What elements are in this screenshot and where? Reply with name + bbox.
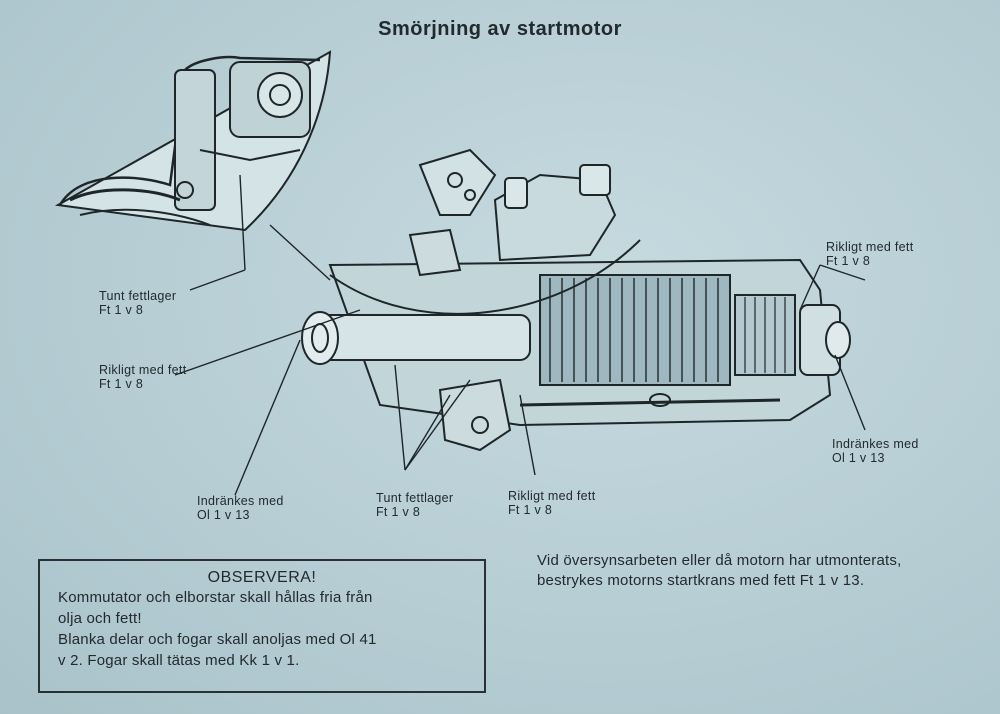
label-top-left: Tunt fettlager Ft 1 v 8 bbox=[99, 289, 176, 317]
notice-box: OBSERVERA! Kommutator och elborstar skal… bbox=[38, 559, 486, 693]
label-text: Tunt fettlager bbox=[376, 491, 454, 505]
notice-line: olja och fett! bbox=[58, 610, 142, 627]
label-text: Ol 1 v 13 bbox=[832, 451, 885, 465]
label-top-right: Rikligt med fett Ft 1 v 8 bbox=[826, 240, 913, 268]
label-text: Ft 1 v 8 bbox=[376, 505, 421, 519]
label-bottom-center-right: Rikligt med fett Ft 1 v 8 bbox=[508, 489, 595, 517]
label-mid-left: Rikligt med fett Ft 1 v 8 bbox=[99, 363, 186, 391]
label-text: Ol 1 v 13 bbox=[197, 508, 250, 522]
overhaul-note-line: Vid översynsarbeten eller då motorn har … bbox=[537, 552, 902, 569]
label-text: Ft 1 v 8 bbox=[508, 503, 553, 517]
leader-lines bbox=[174, 174, 866, 496]
overhaul-note-line: bestrykes motorns startkrans med fett Ft… bbox=[537, 572, 865, 589]
label-text: Tunt fettlager bbox=[99, 289, 177, 303]
label-text: Ft 1 v 8 bbox=[99, 377, 144, 391]
label-text: Rikligt med fett bbox=[826, 240, 914, 254]
label-text: Rikligt med fett bbox=[99, 363, 187, 377]
label-bottom-center: Tunt fettlager Ft 1 v 8 bbox=[376, 491, 453, 519]
notice-heading: OBSERVERA! bbox=[207, 569, 317, 586]
inset-detail-drawing bbox=[54, 50, 332, 232]
label-text: Ft 1 v 8 bbox=[99, 303, 144, 317]
label-bottom-left: Indränkes med Ol 1 v 13 bbox=[197, 494, 284, 522]
label-text: Indränkes med bbox=[832, 437, 919, 451]
page-title: Smörjning av startmotor bbox=[378, 18, 622, 40]
main-motor-drawing bbox=[301, 148, 851, 452]
label-text: Indränkes med bbox=[197, 494, 284, 508]
overhaul-note: Vid översynsarbeten eller då motorn har … bbox=[537, 551, 997, 591]
notice-line: v 2. Fogar skall tätas med Kk 1 v 1. bbox=[58, 652, 300, 669]
notice-line: Blanka delar och fogar skall anoljas med… bbox=[58, 631, 377, 648]
label-text: Ft 1 v 8 bbox=[826, 254, 871, 268]
notice-line: Kommutator och elborstar skall hållas fr… bbox=[58, 589, 373, 606]
label-right: Indränkes med Ol 1 v 13 bbox=[832, 437, 919, 465]
label-text: Rikligt med fett bbox=[508, 489, 596, 503]
